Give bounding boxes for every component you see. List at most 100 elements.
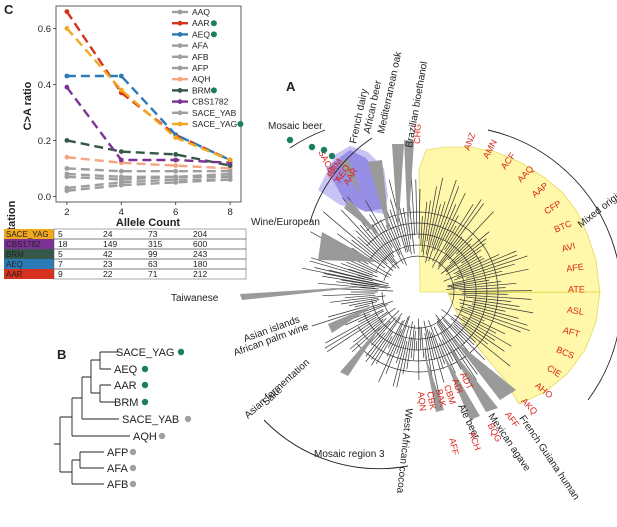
legend-marker [177,88,183,93]
table-cell: 5 [58,249,63,259]
legend-label: SACE_YAG [192,119,237,129]
grey-dot-icon [129,464,137,472]
legend-marker [177,32,183,37]
tree-branch [454,314,496,341]
y-axis: 0.00.20.40.6 [38,24,56,203]
strain-label: ATE [568,284,585,294]
leaf-label: AFA [107,463,128,475]
tree-branch [341,209,397,269]
tree-branch [454,323,476,343]
panel-label-a: A [286,79,296,94]
tree-branch [440,332,462,370]
tree-branch [322,293,375,297]
tree-branch [323,273,381,285]
tree-branch [355,230,387,261]
data-point [118,177,124,183]
x-tick-label: 6 [173,207,178,218]
tree-branch [358,309,384,323]
data-point [227,177,233,183]
table-cell: 22 [103,269,113,279]
row-cell [53,268,247,280]
tree-arc [356,211,499,373]
tree-branch [456,254,518,278]
tree-branch [379,219,404,265]
tree-branch [378,329,402,383]
y-tick-label: 0.2 [38,136,51,147]
legend-marker [177,20,183,26]
green-dot-icon [237,121,244,127]
data-point [173,157,179,163]
circular-tree-a [302,174,534,396]
clade-taiwanese: Taiwanese [171,293,219,304]
row-name: AAR [6,270,23,279]
green-dot-icon [141,365,149,373]
tree-branch [459,302,519,319]
tree-branch [351,239,381,263]
y-tick-label: 0.4 [38,80,51,91]
green-dot-icon [210,20,217,27]
tree-branch [365,332,386,357]
table-cell: 9 [58,269,63,279]
green-dot-icon [308,143,316,151]
legend-label: AFP [192,63,209,73]
legend-label: AEQ [192,29,210,39]
tree-branch [456,254,500,275]
data-point [64,188,70,194]
clade-triangle [452,338,516,400]
strain-label: AFF [447,437,460,456]
tree-branch [445,255,477,276]
legend-marker [177,99,183,104]
tree-branch [449,293,532,300]
row-swatch [4,249,54,259]
tree-branch [348,268,373,278]
legend-marker [177,43,183,48]
tree-branch [442,319,466,344]
tree-branch [341,263,378,278]
tree-branch [422,200,431,256]
tree-branch [327,311,388,352]
legend-marker [177,76,183,82]
tree-b [54,351,130,485]
clade-asian-fermentation: Asian fermentation [243,357,312,421]
series-lines [64,9,233,194]
tree-branch [430,332,444,370]
tree-branch [420,216,423,245]
tree-branch [433,186,460,251]
tree-branch [459,306,530,332]
tree-branch [340,297,379,305]
tree-branch [336,281,388,289]
table-cell: 42 [103,249,113,259]
row-name: AEQ [6,260,23,269]
legend-label: AFB [192,52,209,62]
tree-branch [389,209,400,238]
tree-branch [375,336,393,365]
grey-dot-icon [129,448,137,456]
clade-mixed-origin: Mixed origin [576,188,617,230]
strain-label: ASL [566,305,584,317]
tree-branch [385,316,409,375]
tree-branch [448,211,494,260]
table-cell: 63 [148,259,158,269]
green-dot-icon [210,87,217,94]
row-name: BRM [6,250,24,259]
clade-triangle [404,140,414,234]
data-point [173,168,179,174]
tree-branch [445,231,490,269]
tree-branch [329,295,386,303]
tree-branch [446,282,517,290]
tree-branch [453,325,475,346]
clade-triangle [340,158,362,196]
clade-triangle [424,352,444,412]
tree-branch [465,263,515,279]
tree-branch [425,204,441,263]
tree-branch [447,279,490,288]
tree-branch [461,249,482,264]
chart-legend: AAQAARAEQAFAAFBAFPAQHBRMCBS1782SACE_YABS… [172,7,244,129]
row-swatch [4,269,54,279]
tree-branch [444,215,459,241]
leaf-label: AQH [133,431,157,443]
tree-branch [436,204,457,248]
tree-branch [371,316,397,346]
